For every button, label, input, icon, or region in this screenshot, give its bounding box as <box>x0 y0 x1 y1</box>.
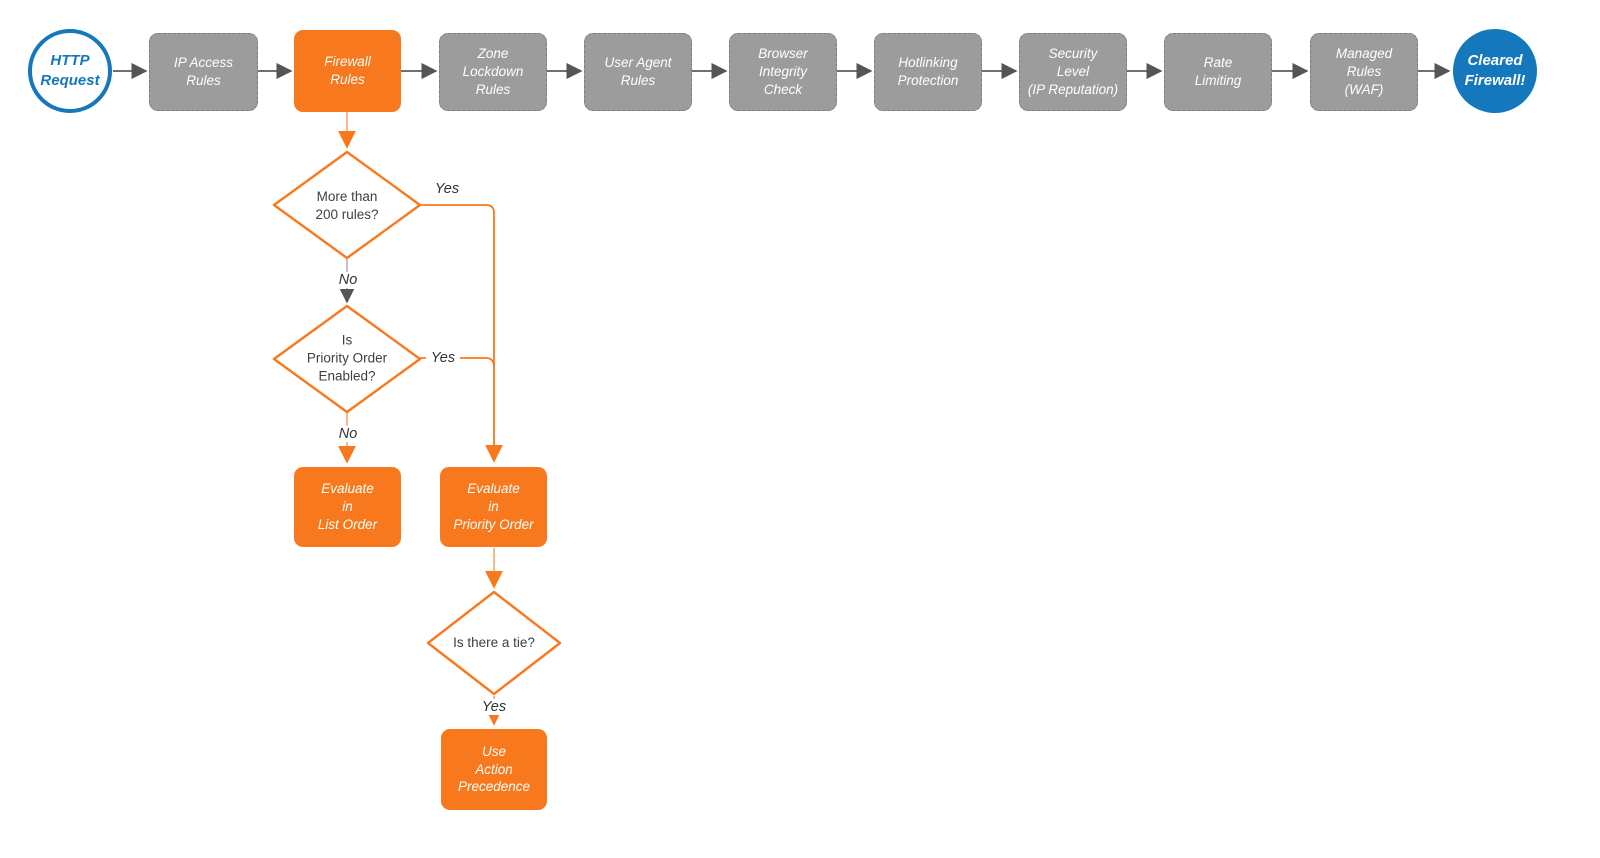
decision-label-more-than-200-rules: More than 200 rules? <box>315 188 379 222</box>
decision-label-is-there-a-tie: Is there a tie? <box>453 634 535 650</box>
decision-label-priority-order-enabled: Is Priority Order Enabled? <box>306 332 388 385</box>
edge-label-200-rules-yes: Yes <box>429 181 465 197</box>
stage-label: Zone Lockdown Rules <box>462 46 524 97</box>
connector-200-rules-yes-to-priority-order <box>420 204 503 463</box>
edge-label-tie-yes: Yes <box>476 699 512 715</box>
connector-priority-enabled-yes-join <box>420 357 495 368</box>
edge-label-200-rules-no: No <box>333 272 363 288</box>
action-label: Evaluate in List Order <box>317 481 378 532</box>
stage-label: Rate Limiting <box>1194 55 1242 88</box>
stage-label: Browser Integrity Check <box>758 46 808 97</box>
stage-label: Security Level (IP Reputation) <box>1027 46 1119 97</box>
stage-ip-access-rules: IP Access Rules <box>149 33 258 111</box>
action-evaluate-in-list-order: Evaluate in List Order <box>294 467 401 547</box>
node-http-request: HTTP Request <box>28 29 112 113</box>
action-evaluate-in-priority-order: Evaluate in Priority Order <box>440 467 547 547</box>
action-label: Evaluate in Priority Order <box>453 481 534 532</box>
stage-browser-integrity-check: Browser Integrity Check <box>729 33 837 111</box>
action-use-action-precedence: Use Action Precedence <box>441 729 547 810</box>
stage-hotlinking-protection: Hotlinking Protection <box>874 33 982 111</box>
http-request-label: HTTP Request <box>40 51 100 89</box>
edge-label-priority-enabled-no: No <box>333 426 363 442</box>
stage-managed-rules-waf: Managed Rules (WAF) <box>1310 33 1418 111</box>
stage-rate-limiting: Rate Limiting <box>1164 33 1272 111</box>
stage-zone-lockdown-rules: Zone Lockdown Rules <box>439 33 547 111</box>
node-cleared-firewall: Cleared Firewall! <box>1453 29 1537 113</box>
cleared-firewall-label: Cleared Firewall! <box>1464 51 1526 89</box>
decision-more-than-200-rules <box>272 150 422 260</box>
edge-label-priority-enabled-yes: Yes <box>425 350 461 366</box>
stage-label: IP Access Rules <box>173 55 234 88</box>
stage-label: User Agent Rules <box>604 55 672 88</box>
decision-priority-order-enabled <box>272 304 422 414</box>
action-label: Use Action Precedence <box>457 743 531 795</box>
stage-label: Hotlinking Protection <box>897 55 959 88</box>
stage-user-agent-rules: User Agent Rules <box>584 33 692 111</box>
stage-label: Managed Rules (WAF) <box>1335 46 1393 97</box>
stage-security-level: Security Level (IP Reputation) <box>1019 33 1127 111</box>
stage-label: Firewall Rules <box>324 54 371 87</box>
stage-firewall-rules: Firewall Rules <box>294 30 401 112</box>
decision-is-there-a-tie <box>426 590 562 696</box>
